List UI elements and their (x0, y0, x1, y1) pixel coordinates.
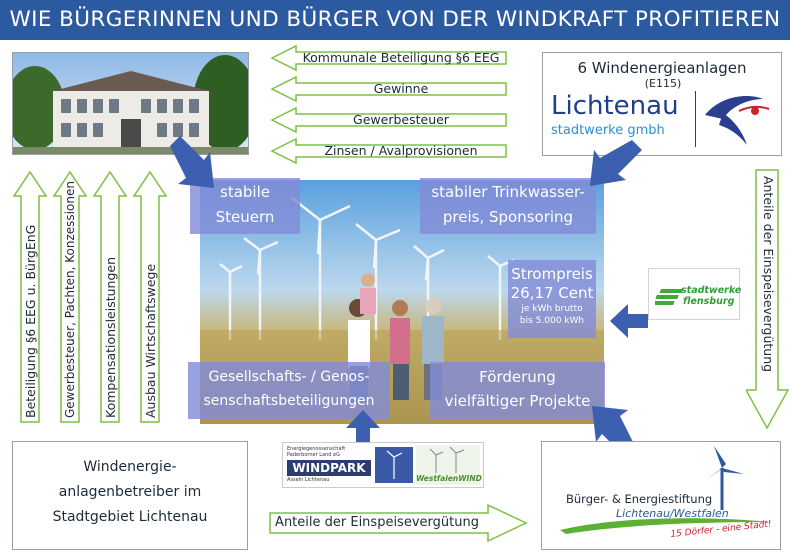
trinkwasser-line2: preis, Sponsoring (442, 208, 574, 226)
green-arrow-right (269, 503, 528, 543)
wappen-icon (375, 447, 413, 483)
operator-line1: Windenergie- (83, 459, 177, 475)
windpark-small-text: Energiegenossenschaft Paderborner Land e… (287, 446, 346, 458)
turbines-icon (429, 447, 465, 473)
flow-label-kommunale: Kommunale Beteiligung §6 EEG (302, 50, 500, 65)
westfalenwind-text: WestfalenWIND (416, 474, 482, 483)
flow-label-zinsen: Zinsen / Avalprovisionen (324, 143, 478, 158)
flow-label-gewinne: Gewinne (373, 81, 429, 96)
lichtenau-logo-sub: stadtwerke gmbh (551, 123, 665, 138)
strompreis-note2: bis 5.000 kWh (519, 316, 585, 326)
flensburg-line1: stadtwerke (681, 285, 742, 296)
overlay-gesellschaft: Gesellschafts- / Genos- senschaftsbeteil… (188, 362, 390, 419)
green-arrows-left (270, 44, 507, 165)
green-arrows-up (12, 170, 168, 423)
strompreis-value: 26,17 Cent (510, 284, 594, 302)
strompreis-title: Strompreis (511, 265, 593, 283)
flensburg-stripes-icon (655, 289, 683, 305)
gesellschaft-line1: Gesellschafts- / Genos- (208, 369, 370, 385)
gesellschaft-line2: senschaftsbeteiligungen (203, 393, 375, 409)
windenergie-subtitle: (E115) (644, 77, 682, 90)
overlay-foerderung: Förderung vielfältiger Projekte (430, 362, 605, 419)
foerderung-line2: vielfältiger Projekte (444, 392, 591, 410)
lichtenau-logo-text: Lichtenau (551, 91, 679, 121)
steuern-line2: Steuern (215, 208, 275, 226)
windpark-logo: Energiegenossenschaft Paderborner Land e… (285, 445, 373, 485)
westfalenwind-logo: WestfalenWIND (416, 445, 482, 485)
flensburg-line2: flensburg (683, 296, 735, 307)
windpark-big-text: WINDPARK (287, 460, 371, 476)
stadtwerke-flensburg-logo: stadtwerke flensburg (648, 268, 742, 320)
page-title: WIE BÜRGERINNEN UND BÜRGER VON DER WINDK… (0, 0, 790, 40)
green-arrow-down (746, 169, 790, 430)
flow-label-gewerbesteuer: Gewerbesteuer (353, 112, 449, 127)
stiftung-turbine-icon (706, 446, 744, 510)
windpark-sub-text: Asseln Lichtenau (287, 477, 330, 483)
lichtenau-swoosh-icon (705, 96, 770, 145)
stiftung-box: Bürger- & Energiestiftung Lichtenau/West… (541, 441, 781, 550)
stiftung-swoosh-icon (560, 518, 772, 534)
foerderung-line1: Förderung (479, 368, 556, 386)
steuern-line1: stabile (220, 183, 270, 201)
flow-label-einspeise-bottom: Anteile der Einspeisevergütung (275, 515, 479, 530)
trinkwasser-line1: stabiler Trinkwasser- (431, 183, 585, 201)
operator-line3: Stadtgebiet Lichtenau (52, 509, 208, 525)
logo-divider (695, 91, 696, 147)
strompreis-note1: je kWh brutto (521, 304, 583, 314)
stiftung-subtitle: Lichtenau/Westfalen (616, 507, 729, 520)
partner-logos: Energiegenossenschaft Paderborner Land e… (282, 442, 484, 488)
overlay-trinkwasser: stabiler Trinkwasser- preis, Sponsoring (420, 178, 596, 234)
windenergie-title: 6 Windenergieanlagen (577, 59, 747, 77)
windenergie-box: 6 Windenergieanlagen (E115) Lichtenau st… (542, 52, 782, 156)
stiftung-title: Bürger- & Energiestiftung (566, 492, 713, 506)
operator-line2: anlagenbetreiber im (58, 484, 202, 500)
operator-box: Windenergie- anlagenbetreiber im Stadtge… (12, 441, 248, 550)
overlay-strompreis: Strompreis 26,17 Cent je kWh brutto bis … (508, 260, 596, 338)
